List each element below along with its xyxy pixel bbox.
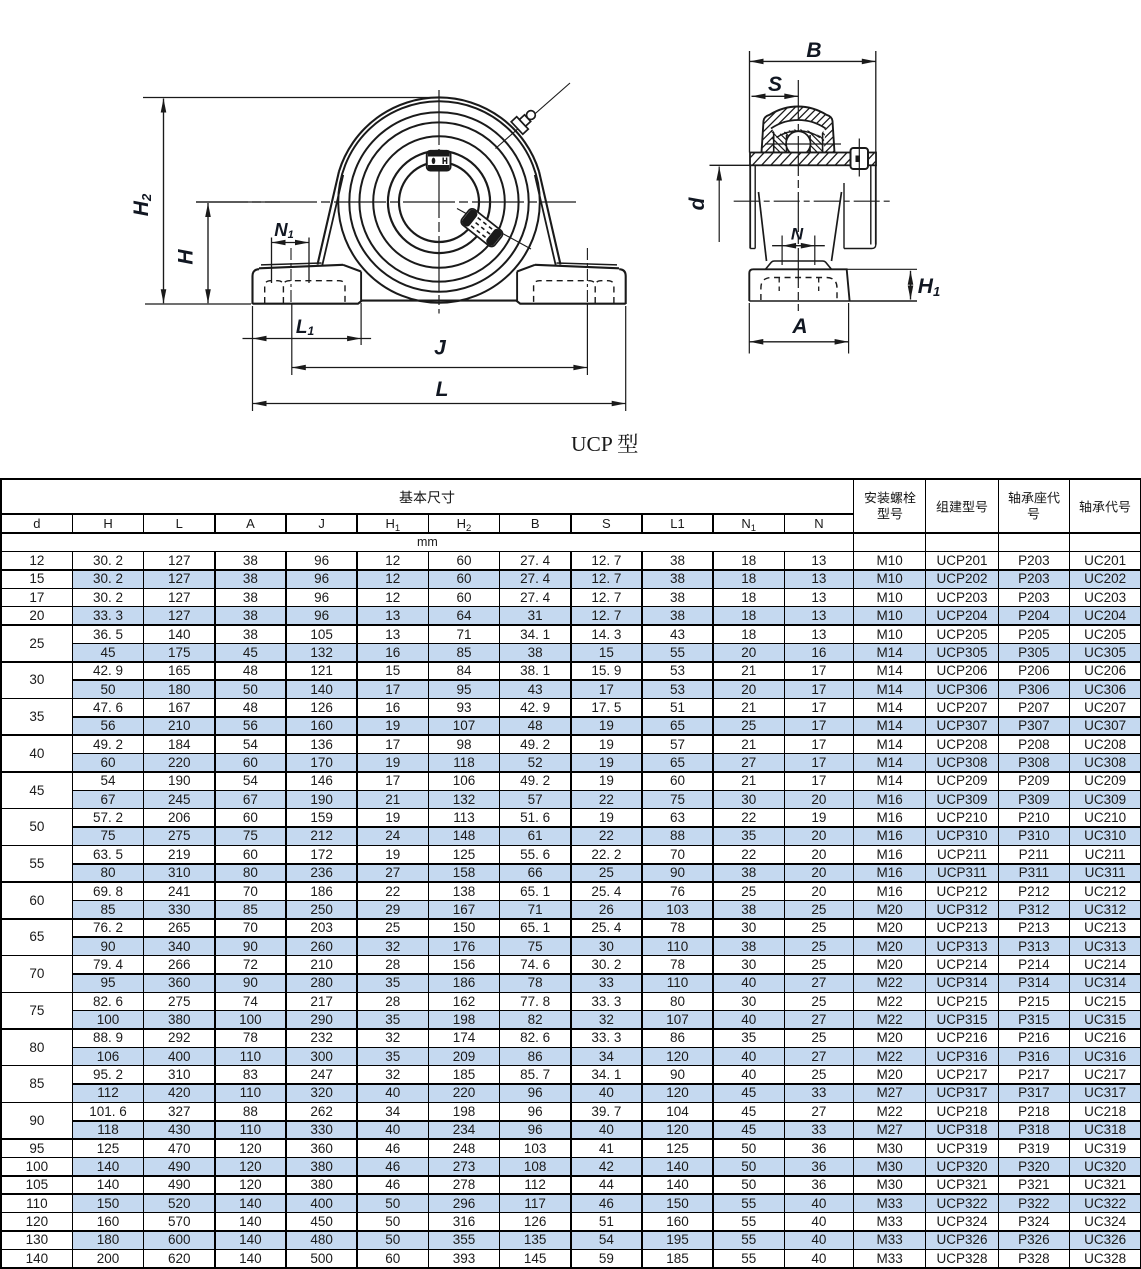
svg-text:L1: L1 [296,317,315,338]
svg-text:d: d [686,196,709,210]
svg-text:A: A [791,315,807,338]
svg-text:UCP: UCP [571,432,613,456]
svg-text:H: H [175,249,198,265]
svg-text:N1: N1 [274,219,294,241]
svg-text:H2: H2 [130,193,154,216]
svg-text:H1: H1 [918,275,940,299]
svg-text:B: B [806,39,821,62]
svg-text:N: N [791,225,804,244]
svg-text:S: S [768,73,782,96]
svg-text:J: J [434,337,447,360]
svg-text:L: L [436,378,449,401]
